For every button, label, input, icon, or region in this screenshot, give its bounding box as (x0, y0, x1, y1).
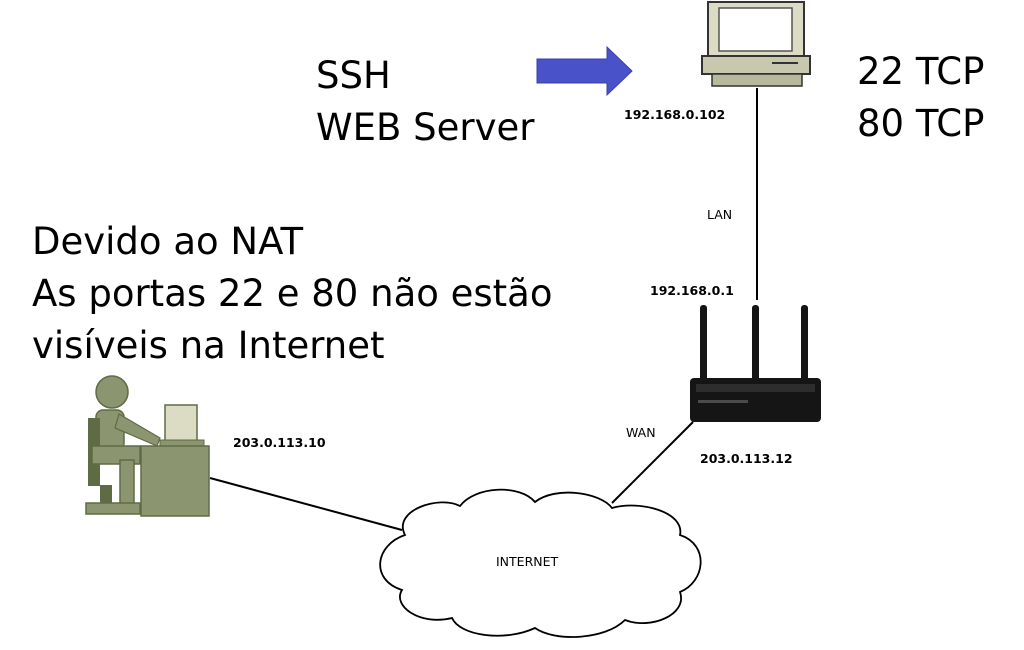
desktop-computer-icon (701, 1, 811, 87)
nat-note-line-3: visíveis na Internet (32, 324, 385, 367)
router-wan-ip-label: 203.0.113.12 (700, 451, 793, 466)
wan-label: WAN (626, 425, 656, 440)
services-line-web: WEB Server (316, 106, 535, 149)
lan-label: LAN (707, 207, 732, 222)
internet-label: INTERNET (496, 554, 559, 569)
ports-line-80: 80 TCP (857, 102, 985, 145)
server-ip-label: 192.168.0.102 (624, 107, 725, 122)
client-ip-label: 203.0.113.10 (233, 435, 326, 450)
wireless-router-icon (690, 305, 821, 422)
user-at-computer-icon (85, 375, 210, 517)
nat-note-line-2: As portas 22 e 80 não estão (32, 272, 553, 315)
services-line-ssh: SSH (316, 54, 391, 97)
client-link-line (209, 477, 403, 531)
nat-note: Devido ao NAT As portas 22 e 80 não estã… (32, 216, 553, 372)
ports-label: 22 TCP 80 TCP (857, 46, 984, 150)
ports-line-22: 22 TCP (857, 50, 985, 93)
arrow-right-icon (536, 45, 633, 97)
services-label: SSH WEB Server (316, 50, 534, 154)
wan-link-line (611, 421, 694, 504)
cloud-icon (379, 488, 702, 638)
nat-note-line-1: Devido ao NAT (32, 220, 304, 263)
router-lan-ip-label: 192.168.0.1 (650, 283, 734, 298)
